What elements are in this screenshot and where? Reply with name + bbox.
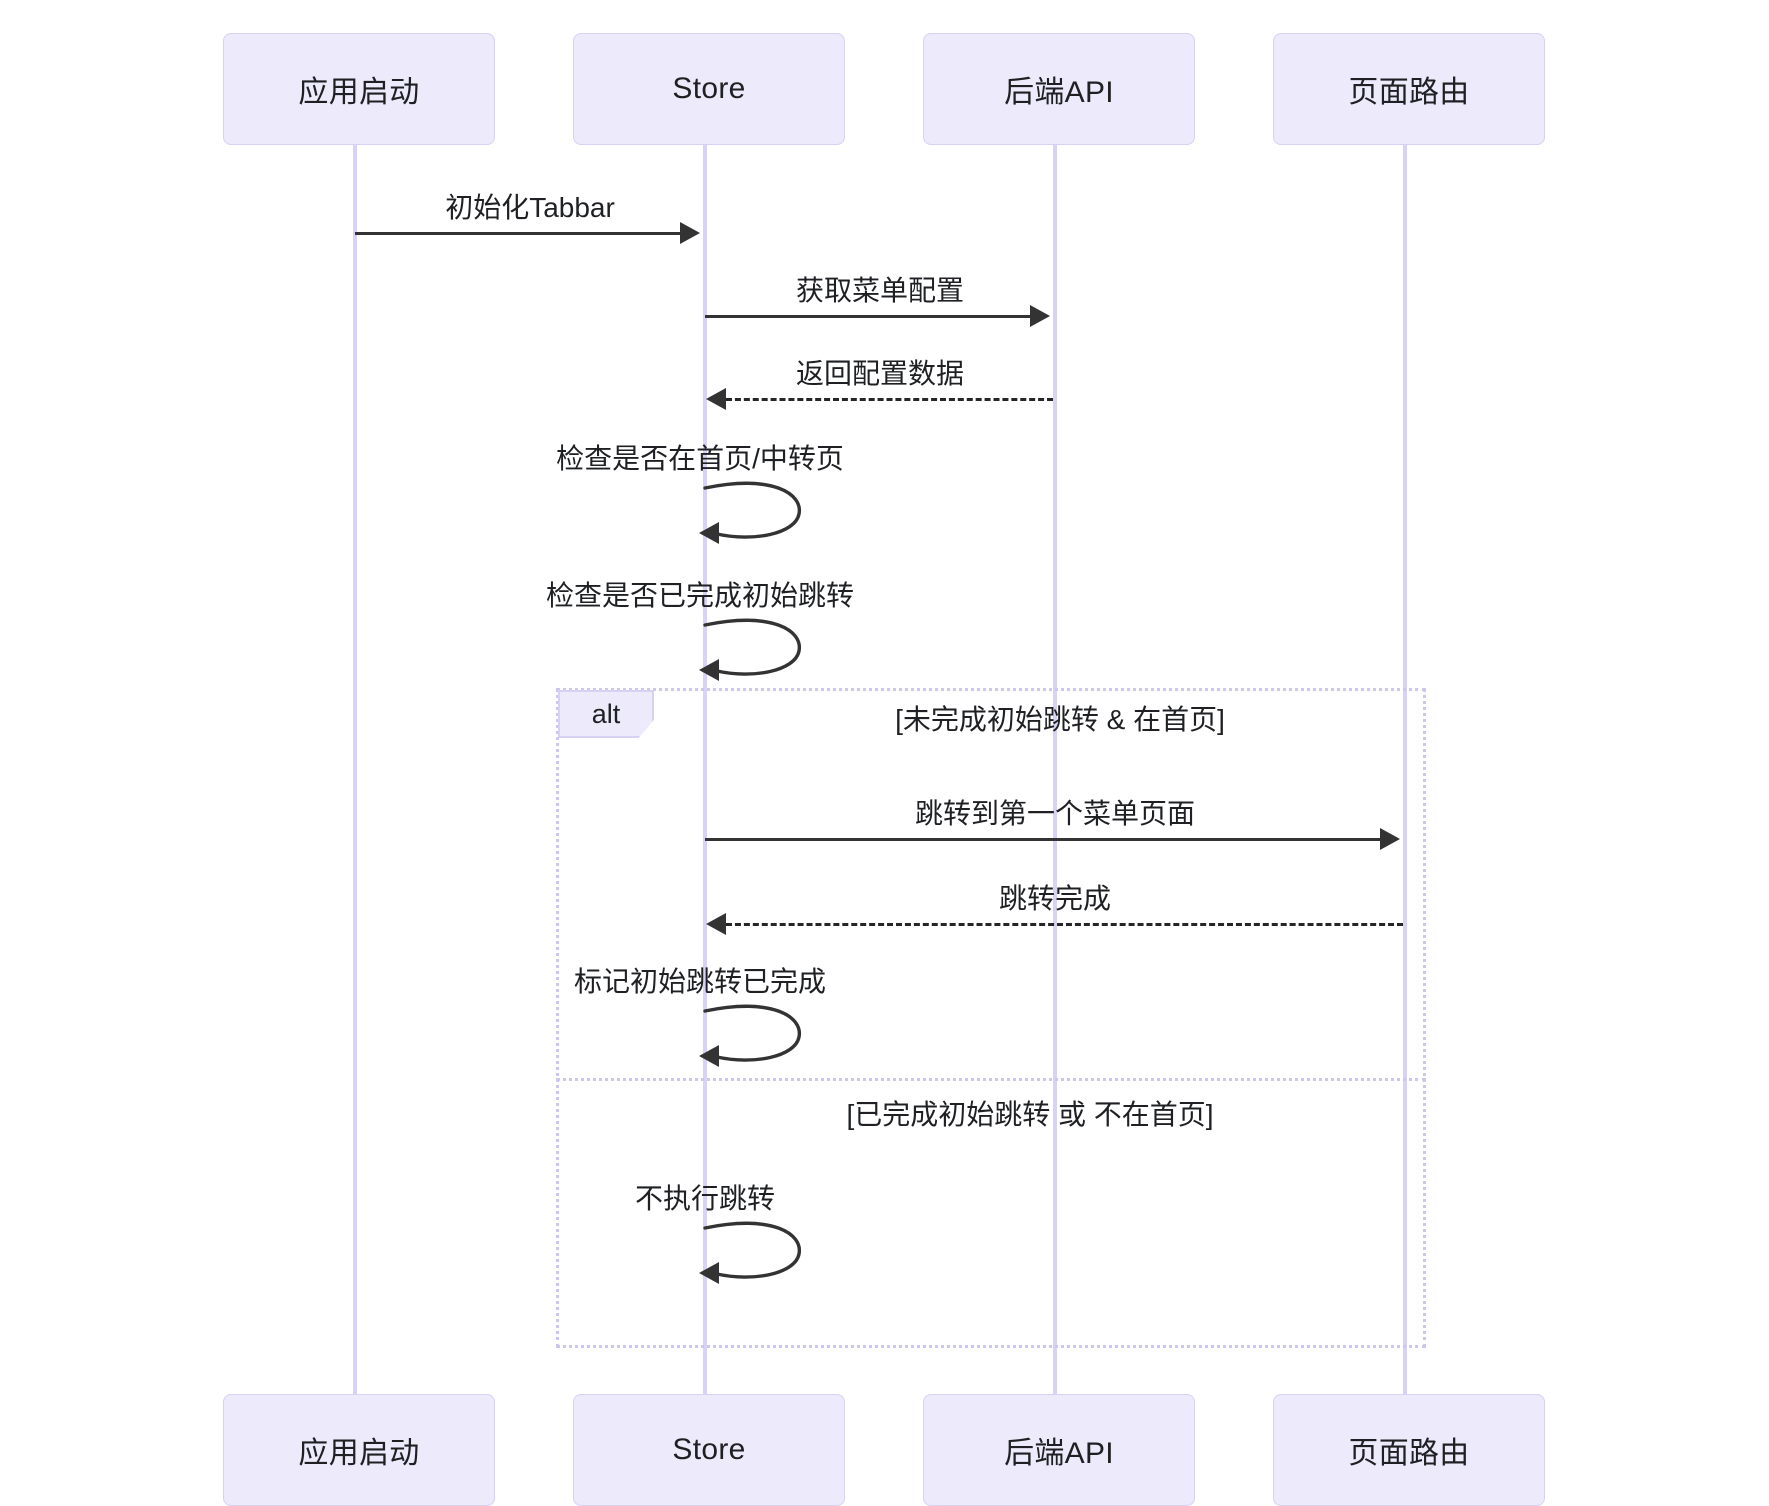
message-arrow-m2 xyxy=(705,315,1030,318)
actor-label-api-top: 后端API xyxy=(1004,76,1114,109)
lifeline-router xyxy=(1403,145,1407,1400)
message-arrow-m6 xyxy=(705,838,1380,841)
lifeline-api xyxy=(1053,145,1057,1400)
message-arrowhead-m3 xyxy=(706,388,726,410)
message-label-m4: 检查是否在首页/中转页 xyxy=(556,443,844,474)
message-arrowhead-m7 xyxy=(706,913,726,935)
actor-label-router-top: 页面路由 xyxy=(1348,76,1470,109)
actor-label-app-bottom: 应用启动 xyxy=(298,1437,420,1470)
message-arrowhead-m6 xyxy=(1380,828,1400,850)
actor-box-top-api[interactable]: 后端API xyxy=(923,33,1195,145)
actor-box-bottom-app[interactable]: 应用启动 xyxy=(223,1394,495,1506)
message-label-m1: 初始化Tabbar xyxy=(445,192,615,223)
lifeline-app xyxy=(353,145,357,1400)
alt-fragment-tag: alt xyxy=(558,690,654,738)
actor-box-bottom-api[interactable]: 后端API xyxy=(923,1394,1195,1506)
actor-box-top-router[interactable]: 页面路由 xyxy=(1273,33,1545,145)
message-label-m8: 标记初始跳转已完成 xyxy=(573,966,826,997)
lifeline-store xyxy=(703,145,707,1400)
actor-label-store-top: Store xyxy=(672,72,746,105)
message-selfloop-m9 xyxy=(699,1220,813,1290)
actor-box-top-app[interactable]: 应用启动 xyxy=(223,33,495,145)
message-selfloop-m5 xyxy=(699,617,813,687)
message-arrow-m7 xyxy=(726,923,1403,926)
alt-branch-1-condition: [未完成初始跳转 & 在首页] xyxy=(895,704,1225,735)
message-selfloop-m8 xyxy=(699,1003,813,1073)
actor-label-store-bottom: Store xyxy=(672,1433,746,1466)
alt-branch-2-condition: [已完成初始跳转 或 不在首页] xyxy=(846,1099,1214,1130)
actor-box-bottom-store[interactable]: Store xyxy=(573,1394,845,1506)
message-label-m6: 跳转到第一个菜单页面 xyxy=(914,798,1195,829)
message-label-m5: 检查是否已完成初始跳转 xyxy=(545,580,854,611)
alt-fragment-divider xyxy=(556,1078,1426,1081)
message-selfloop-m4 xyxy=(699,480,813,550)
actor-label-api-bottom: 后端API xyxy=(1004,1437,1114,1470)
message-arrowhead-m2 xyxy=(1030,305,1050,327)
message-arrow-m1 xyxy=(355,232,680,235)
actor-label-router-bottom: 页面路由 xyxy=(1348,1437,1470,1470)
message-label-m7: 跳转完成 xyxy=(998,883,1111,914)
actor-box-bottom-router[interactable]: 页面路由 xyxy=(1273,1394,1545,1506)
actor-box-top-store[interactable]: Store xyxy=(573,33,845,145)
message-label-m9: 不执行跳转 xyxy=(634,1183,775,1214)
actor-label-app-top: 应用启动 xyxy=(298,76,420,109)
message-arrowhead-m1 xyxy=(680,222,700,244)
message-label-m3: 返回配置数据 xyxy=(795,358,964,389)
message-label-m2: 获取菜单配置 xyxy=(795,275,964,306)
message-arrow-m3 xyxy=(726,398,1053,401)
alt-fragment xyxy=(556,688,1426,1348)
